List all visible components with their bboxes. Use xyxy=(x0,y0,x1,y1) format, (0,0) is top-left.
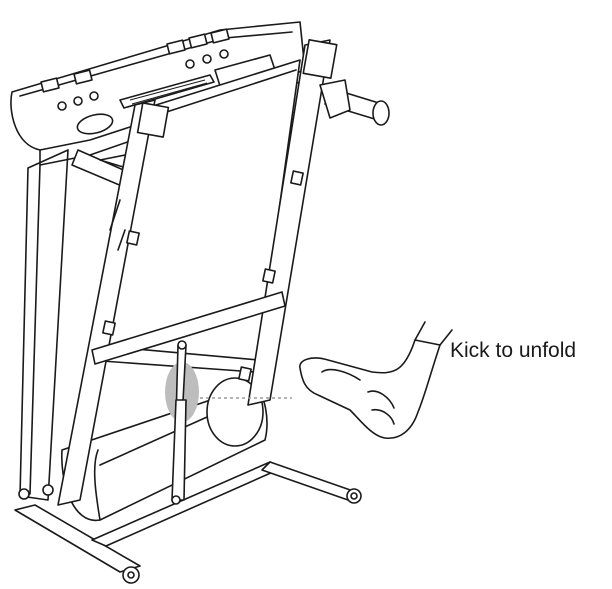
gas-shock-icon xyxy=(165,340,199,505)
right-handle xyxy=(319,79,390,126)
cross-bar xyxy=(91,291,286,365)
deck-rails xyxy=(57,39,338,506)
kick-to-unfold-label: Kick to unfold xyxy=(450,339,577,362)
left-upright xyxy=(18,149,69,501)
foot-icon xyxy=(299,321,453,439)
base-frame xyxy=(14,461,362,584)
